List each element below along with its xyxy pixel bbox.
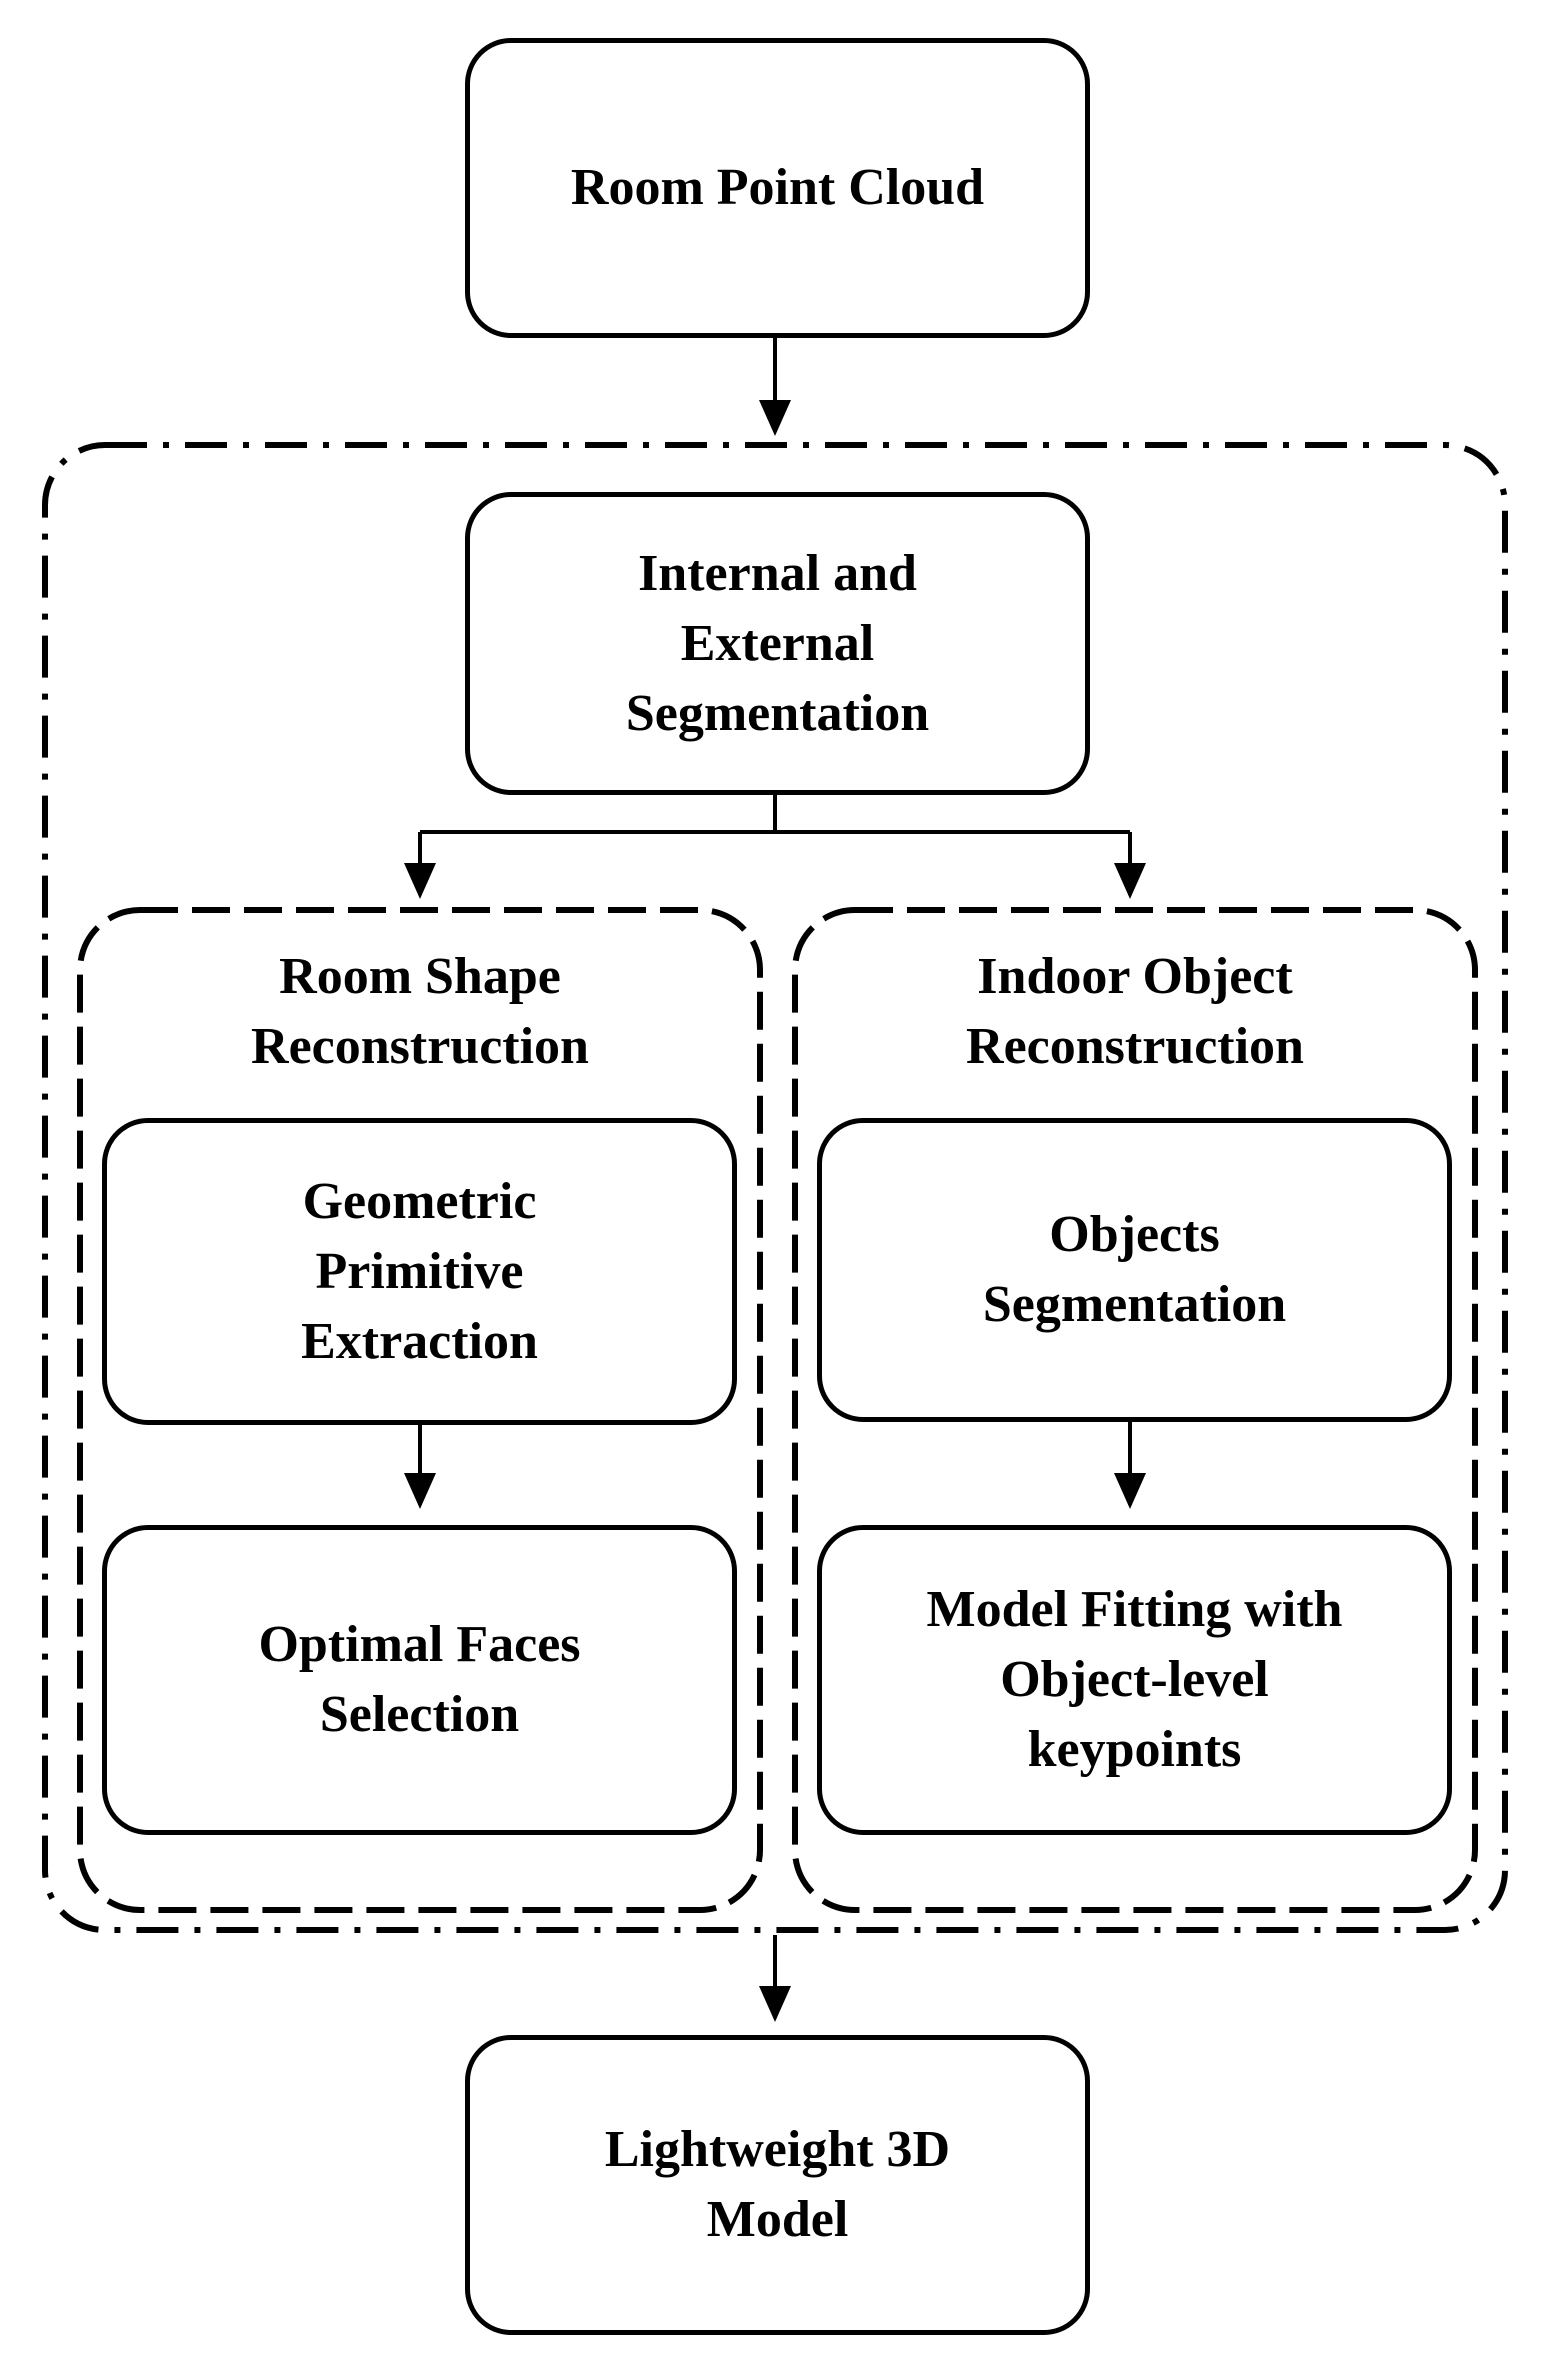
processing-container [42, 442, 1508, 1933]
optimal-faces-label: Optimal Faces Selection [258, 1616, 581, 1743]
geometric-primitive-node: Geometric Primitive Extraction [102, 1118, 737, 1425]
room-shape-group-title: Room Shape Reconstruction [251, 948, 589, 1075]
lightweight-model-label: Lightweight 3D Model [604, 2121, 951, 2248]
segmentation-node: Internal and External Segmentation [465, 492, 1090, 795]
objects-segmentation-node: Objects Segmentation [817, 1118, 1452, 1422]
indoor-object-group-border [792, 907, 1478, 1913]
model-fitting-node: Model Fitting with Object-level keypoint… [817, 1525, 1452, 1835]
objects-segmentation-label: Objects Segmentation [982, 1206, 1287, 1333]
optimal-faces-node: Optimal Faces Selection [102, 1525, 737, 1835]
geometric-primitive-label: Geometric Primitive Extraction [301, 1172, 538, 1370]
room-shape-group-border [77, 907, 763, 1913]
segmentation-label: Internal and External Segmentation [625, 544, 930, 742]
model-fitting-label: Model Fitting with Object-level keypoint… [926, 1581, 1343, 1778]
room-point-cloud-label: Room Point Cloud [570, 159, 985, 216]
room-point-cloud-node: Room Point Cloud [465, 38, 1090, 338]
lightweight-model-node: Lightweight 3D Model [465, 2035, 1090, 2335]
indoor-object-group-title: Indoor Object Reconstruction [966, 948, 1304, 1075]
